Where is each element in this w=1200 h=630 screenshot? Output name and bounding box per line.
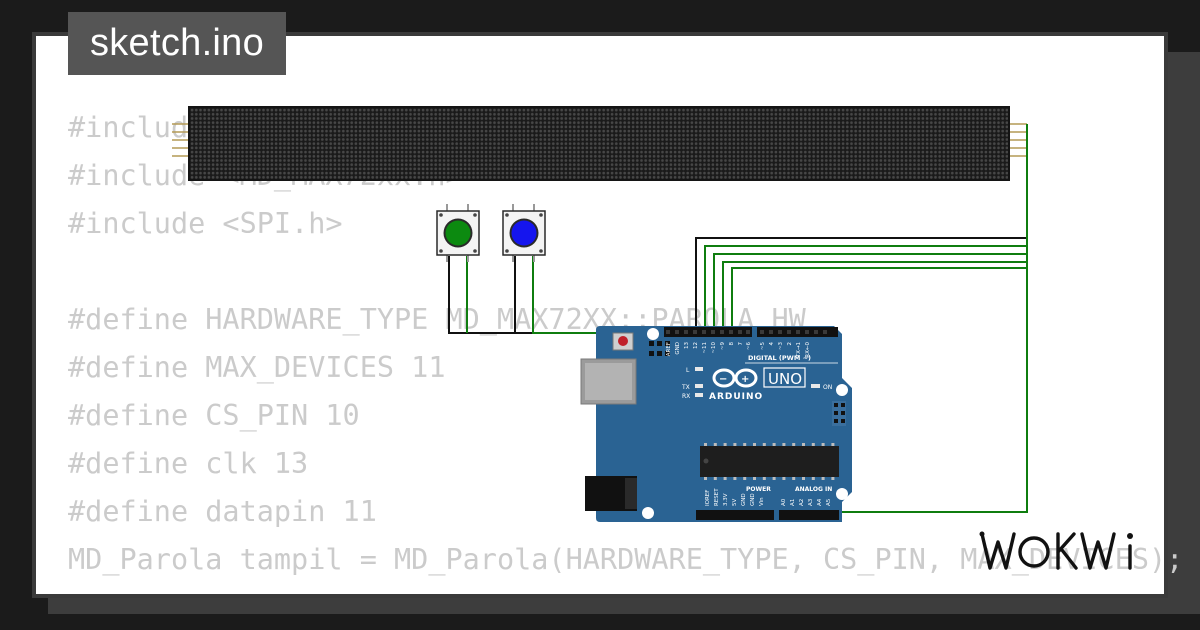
pin-label: ~6 bbox=[746, 342, 752, 351]
pin-label: 3.3V bbox=[723, 493, 729, 506]
pin-label: 5V bbox=[732, 499, 738, 506]
pin-label: A5 bbox=[826, 498, 832, 506]
led-matrix[interactable] bbox=[172, 106, 1027, 181]
pin-label: A0 bbox=[781, 498, 787, 506]
pin-label: ~3 bbox=[778, 342, 784, 351]
pin-label: GND bbox=[750, 493, 756, 506]
wire-blue-button-sig bbox=[532, 256, 690, 334]
pin-label: ~5 bbox=[760, 342, 766, 351]
digital-label: DIGITAL (PWM ~) bbox=[748, 354, 811, 362]
analog-label: ANALOG IN bbox=[795, 486, 832, 493]
rx-led-label: RX bbox=[682, 393, 690, 400]
pin-label: ~11 bbox=[702, 342, 708, 354]
pin-label: 8 bbox=[729, 342, 735, 346]
atmega-chip bbox=[700, 443, 839, 480]
pin-label: TX→1 bbox=[796, 342, 802, 358]
pin-label: 2 bbox=[787, 342, 793, 346]
pin-label: 4 bbox=[769, 342, 775, 346]
arduino-logo-icon bbox=[712, 368, 758, 388]
code-line: #define MAX_DEVICES 11 bbox=[68, 351, 446, 384]
pin-label: A4 bbox=[817, 498, 823, 506]
pin-label: 13 bbox=[684, 342, 690, 349]
wokwi-logo bbox=[979, 531, 1133, 570]
pin-label: RX←0 bbox=[805, 342, 811, 358]
pin-label: 12 bbox=[693, 342, 699, 349]
code-line: #define datapin 11 bbox=[68, 495, 377, 528]
wire-matrix-clk bbox=[722, 261, 1027, 332]
matrix-pins-right bbox=[1009, 123, 1027, 157]
wire-matrix-ctrl bbox=[731, 267, 1027, 332]
wire-green-button-gnd bbox=[448, 256, 667, 334]
blue-pushbutton[interactable] bbox=[502, 204, 546, 262]
pin-label: A3 bbox=[808, 498, 814, 506]
pin-label: A1 bbox=[790, 499, 796, 506]
model-label: UNO bbox=[768, 370, 802, 388]
svg-text:+: + bbox=[741, 374, 749, 385]
brand-label: ARDUINO bbox=[709, 392, 763, 402]
sketch-title[interactable]: sketch.ino bbox=[68, 12, 286, 75]
code-line: #define clk 13 bbox=[68, 447, 309, 480]
matrix-pins-left bbox=[172, 123, 190, 157]
wire-matrix-vcc bbox=[838, 124, 1028, 513]
pin-label: AREF bbox=[666, 342, 672, 356]
pin-label: RESET bbox=[714, 488, 720, 506]
wire-matrix-din bbox=[704, 245, 1027, 332]
svg-text:−: − bbox=[719, 374, 727, 385]
on-led-label: ON bbox=[823, 384, 832, 391]
pin-label: A2 bbox=[799, 499, 805, 506]
pin-label: GND bbox=[675, 342, 681, 355]
l-led-label: L bbox=[686, 367, 690, 374]
pin-label: IOREF bbox=[705, 490, 711, 506]
digital-header[interactable] bbox=[664, 327, 838, 337]
pin-label: Vin bbox=[759, 497, 765, 506]
pin-label: ~10 bbox=[711, 342, 717, 354]
wire-matrix-gnd bbox=[695, 237, 1027, 332]
code-line: #define CS_PIN 10 bbox=[68, 399, 360, 432]
power-analog-header[interactable] bbox=[696, 510, 839, 520]
tx-led-label: TX bbox=[681, 384, 690, 391]
wire-matrix-cs bbox=[713, 253, 1027, 332]
pin-label: ~9 bbox=[720, 342, 726, 351]
pin-label: GND bbox=[741, 493, 747, 506]
pin-label: 7 bbox=[738, 342, 744, 346]
code-line: #include <SPI.h> bbox=[68, 207, 343, 240]
green-pushbutton[interactable] bbox=[436, 204, 480, 262]
wires bbox=[448, 124, 1028, 513]
power-label: POWER bbox=[746, 486, 771, 493]
